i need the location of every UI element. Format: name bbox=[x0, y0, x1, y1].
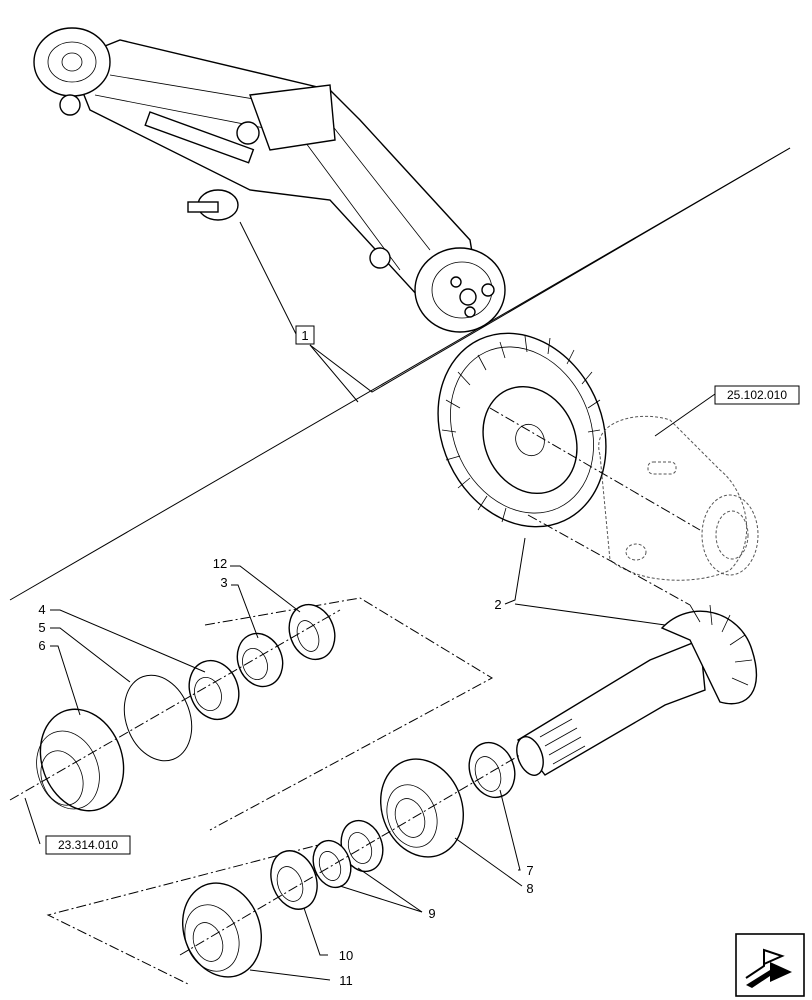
reference-housing-label: 23.314.010 bbox=[58, 838, 118, 852]
lower-parts-axis bbox=[179, 754, 521, 956]
reference-differential: 25.102.010 bbox=[654, 385, 800, 437]
callout-6: 6 bbox=[38, 638, 81, 716]
axle-assembly-drawing bbox=[33, 27, 506, 333]
shims-9 bbox=[312, 819, 384, 889]
callout-12-label: 12 bbox=[213, 556, 227, 571]
callout-2-label: 2 bbox=[494, 597, 501, 612]
bearing-8 bbox=[380, 758, 464, 858]
callout-8-label: 8 bbox=[526, 881, 533, 896]
nut-3 bbox=[236, 632, 284, 688]
shim-12 bbox=[288, 603, 336, 661]
callout-1-leaders bbox=[239, 147, 791, 403]
callout-1: 1 bbox=[295, 325, 315, 345]
reference-differential-label: 25.102.010 bbox=[727, 388, 787, 402]
ring-gear bbox=[437, 332, 607, 528]
callout-2: 2 bbox=[494, 537, 666, 626]
callout-1-label: 1 bbox=[301, 328, 308, 343]
callout-6-label: 6 bbox=[38, 638, 45, 653]
pinion-axis-upper bbox=[527, 514, 691, 606]
callout-4-label: 4 bbox=[38, 602, 45, 617]
callout-3-label: 3 bbox=[220, 575, 227, 590]
bearing-11 bbox=[181, 882, 263, 978]
callout-10-label: 10 bbox=[339, 948, 353, 963]
callout-7: 7 bbox=[499, 789, 534, 878]
pinion-shaft bbox=[516, 604, 758, 776]
callout-9: 9 bbox=[339, 867, 436, 921]
bearing-4 bbox=[188, 659, 240, 721]
next-page-arrow-icon[interactable] bbox=[735, 933, 805, 997]
callout-12: 12 bbox=[213, 556, 301, 613]
callout-9-label: 9 bbox=[428, 906, 435, 921]
upper-parts-axis bbox=[9, 609, 341, 801]
callout-11-label: 11 bbox=[339, 973, 353, 988]
bearing-cup-6 bbox=[36, 708, 125, 812]
reference-housing: 23.314.010 bbox=[24, 797, 131, 855]
callout-7-label: 7 bbox=[526, 863, 533, 878]
callout-10: 10 bbox=[303, 907, 353, 963]
callout-4: 4 bbox=[38, 602, 206, 673]
o-ring-5 bbox=[123, 674, 193, 762]
callout-8: 8 bbox=[454, 837, 534, 896]
parts-group-frame bbox=[46, 597, 494, 986]
differential-housing-phantom bbox=[598, 415, 759, 581]
shim-7 bbox=[468, 741, 516, 799]
callout-11: 11 bbox=[249, 969, 353, 988]
callout-5: 5 bbox=[38, 620, 131, 683]
ring-gear-axis bbox=[489, 407, 701, 531]
callout-5-label: 5 bbox=[38, 620, 45, 635]
callout-3: 3 bbox=[220, 575, 259, 639]
